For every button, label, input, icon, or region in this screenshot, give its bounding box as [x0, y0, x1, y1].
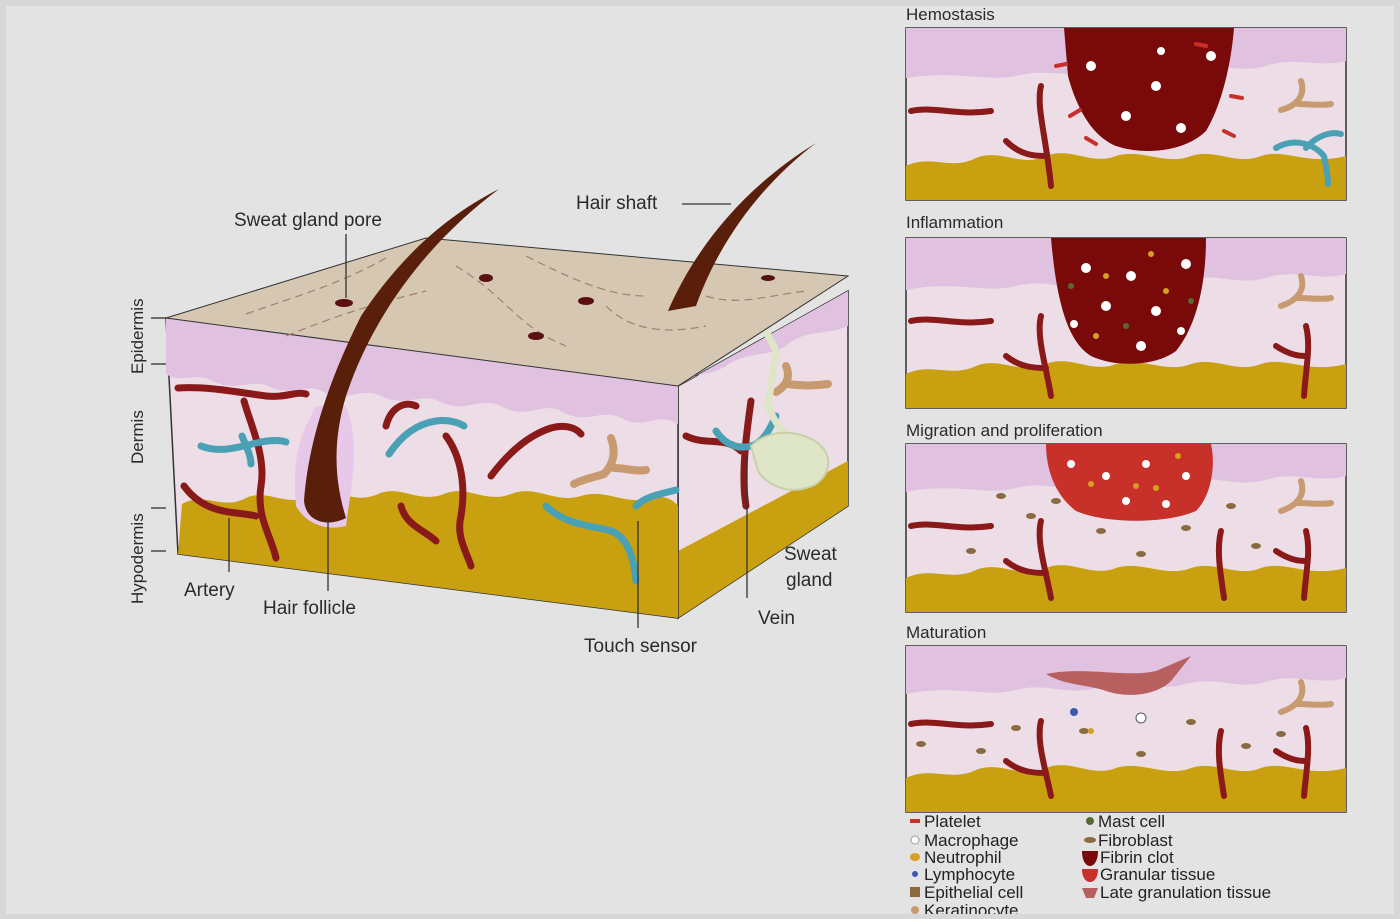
- label-artery: Artery: [184, 580, 235, 601]
- keratinocyte-icon: [911, 906, 919, 914]
- mast-cell-icon: [1086, 817, 1094, 825]
- label-vein: Vein: [758, 608, 795, 629]
- sweat-pore: [578, 297, 594, 305]
- legend-item: Platelet: [924, 812, 981, 831]
- legend-item: Epithelial cell: [924, 883, 1023, 902]
- label-touch-sensor: Touch sensor: [584, 636, 698, 657]
- neutrophil-icon: [910, 853, 920, 861]
- stage-title: Hemostasis: [906, 6, 995, 24]
- legend-item: Mast cell: [1098, 812, 1165, 831]
- stage-panel-inflammation: Inflammation: [906, 213, 1346, 408]
- sweat-pore: [528, 332, 544, 340]
- stage-title: Migration and proliferation: [906, 421, 1103, 440]
- stage-panel-maturation: Maturation: [906, 623, 1346, 812]
- label-dermis: Dermis: [128, 410, 147, 464]
- label-sweat-gland-1: Sweat: [784, 544, 838, 565]
- hypodermis-layer: [178, 491, 678, 618]
- diagram-svg: Sweat gland pore Hair shaft Artery Hair …: [6, 6, 1394, 914]
- late-granulation-tissue-icon: [1082, 888, 1098, 898]
- sweat-pore: [761, 275, 775, 281]
- sweat-pore: [479, 274, 493, 282]
- label-sweat-gland-2: gland: [786, 570, 833, 591]
- fibroblast-icon: [1084, 837, 1096, 843]
- lymphocyte-icon: [912, 871, 918, 877]
- label-hypodermis: Hypodermis: [128, 513, 147, 604]
- stage-title: Maturation: [906, 623, 986, 642]
- label-hair-follicle: Hair follicle: [263, 598, 356, 619]
- stage-panel-hemostasis: Hemostasis: [906, 6, 1346, 200]
- stage-title: Inflammation: [906, 213, 1003, 232]
- epithelial-cell-icon: [910, 887, 920, 897]
- skin-block: Sweat gland pore Hair shaft Artery Hair …: [128, 143, 848, 657]
- legend-item: Keratinocyte: [924, 901, 1019, 914]
- macrophage-icon: [911, 836, 919, 844]
- label-sweat-gland-pore: Sweat gland pore: [234, 210, 382, 231]
- legend-item: Granular tissue: [1100, 865, 1215, 884]
- fibrin-clot-icon: [1082, 851, 1098, 866]
- label-hair-shaft: Hair shaft: [576, 193, 658, 214]
- legend: Platelet Macrophage Neutrophil Lymphocyt…: [910, 812, 1271, 914]
- sweat-pore: [335, 299, 353, 307]
- skin-wound-healing-diagram: Sweat gland pore Hair shaft Artery Hair …: [6, 6, 1394, 914]
- stage-panel-migration: Migration and proliferation: [906, 421, 1346, 612]
- granular-tissue-icon: [1082, 869, 1098, 882]
- legend-item: Lymphocyte: [924, 865, 1015, 884]
- legend-item: Late granulation tissue: [1100, 883, 1271, 902]
- label-epidermis: Epidermis: [128, 298, 147, 374]
